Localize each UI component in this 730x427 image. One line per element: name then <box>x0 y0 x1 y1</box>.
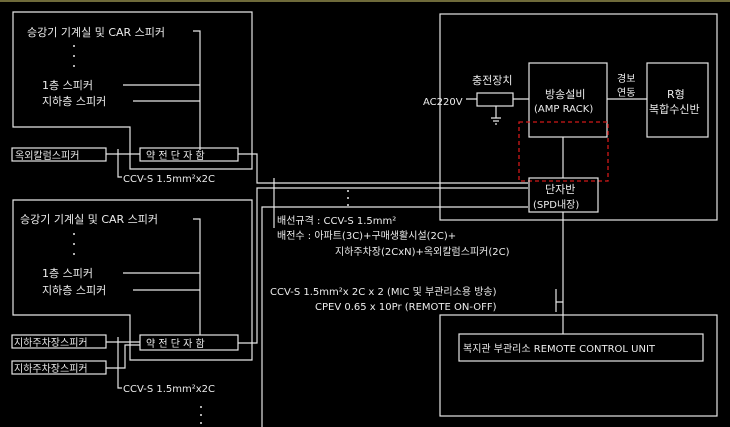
upper-speaker-group: 승강기 기계실 및 CAR 스피커 1층 스피커 지하층 스피커 옥외칼럼스피커… <box>11 11 528 185</box>
wiring-count-note-cont: 지하주차장(2CxN)+옥외칼럼스피커(2C) <box>335 245 510 258</box>
basement-speaker-label: 지하층 스피커 <box>42 94 106 108</box>
amp-rack-title: 방송설비 <box>545 88 585 101</box>
equipment-links <box>562 98 647 334</box>
basement-speaker-label: 지하층 스피커 <box>42 283 106 297</box>
lower-cable-label: CCV-S 1.5mm²x2C <box>123 384 215 395</box>
wiring-spec-note: 배선규격 : CCV-S 1.5mm² <box>277 214 396 227</box>
lower-cable <box>106 187 528 389</box>
speaker-leads <box>123 30 201 150</box>
equipment-room-outline <box>439 13 718 221</box>
remote-cable-note: CCV-S 1.5mm²x 2C x 2 (MIC 및 부관리소용 방송) <box>270 286 497 298</box>
amp-rack-sub: (AMP RACK) <box>534 104 593 115</box>
charger-label: 충전장치 <box>472 74 512 87</box>
outdoor-speaker-label: 옥외칼럼스피커 <box>15 149 79 162</box>
fire-receiver-sub: 복합수신반 <box>649 103 700 116</box>
alarm-link-label: 경보 <box>617 72 635 85</box>
lower-building-outline <box>12 199 253 361</box>
upper-building-outline <box>12 11 253 170</box>
upper-cable <box>106 149 528 184</box>
parking-speaker-label: 지하주차장스피커 <box>14 362 88 375</box>
terminal-box-label: 약 전 단 자 함 <box>146 150 205 162</box>
terminal-panel-box <box>528 177 599 213</box>
lower-speaker-group: 승강기 기계실 및 CAR 스피커 1층 스피커 지하층 스피커 지하주차장스피… <box>11 187 528 424</box>
speaker-leads <box>123 218 201 335</box>
upper-cable-label: CCV-S 1.5mm²x2C <box>123 174 215 185</box>
remote-unit-group: 복지관 부관리소 REMOTE CONTROL UNIT <box>439 314 718 417</box>
ground-icon <box>466 98 529 125</box>
remote-control-cable-note: CPEV 0.65 x 10Pr (REMOTE ON-OFF) <box>315 302 497 313</box>
alarm-link-label-2: 연동 <box>617 87 635 99</box>
terminal-box-label: 약 전 단 자 함 <box>146 338 205 350</box>
floor1-speaker-label: 1층 스피커 <box>42 267 93 280</box>
elevator-speaker-label: 승강기 기계실 및 CAR 스피커 <box>27 26 165 39</box>
highlight-dashed-region <box>518 121 609 182</box>
fire-receiver-box <box>646 62 709 138</box>
fire-receiver-title: R형 <box>667 88 685 101</box>
charger-box <box>476 92 514 107</box>
parking-speaker-label: 지하주차장스피커 <box>14 336 88 349</box>
trunk-lines <box>261 178 528 427</box>
remote-control-unit-box <box>458 333 704 362</box>
amp-rack-box <box>528 62 608 138</box>
terminal-panel-sub: (SPD내장) <box>533 199 579 211</box>
ellipsis-dots <box>73 233 75 255</box>
ellipsis-dots <box>347 190 349 206</box>
equipment-room: AC220V 충전장치 방송설비 (AMP RACK) 경보 연동 R형 복합수… <box>423 13 718 334</box>
remote-control-unit-label: 복지관 부관리소 REMOTE CONTROL UNIT <box>463 343 656 355</box>
wiring-count-note: 배전수 : 아파트(3C)+구매생활시설(2C)+ <box>277 229 456 242</box>
cable-tick <box>555 289 563 312</box>
terminal-panel-title: 단자반 <box>545 183 575 196</box>
ellipsis-dots <box>73 45 75 67</box>
ellipsis-dots <box>200 406 202 424</box>
floor1-speaker-label: 1층 스피커 <box>42 79 93 92</box>
remote-room-outline <box>439 314 718 417</box>
ac-input-label: AC220V <box>423 97 463 108</box>
elevator-speaker-label: 승강기 기계실 및 CAR 스피커 <box>20 213 158 226</box>
